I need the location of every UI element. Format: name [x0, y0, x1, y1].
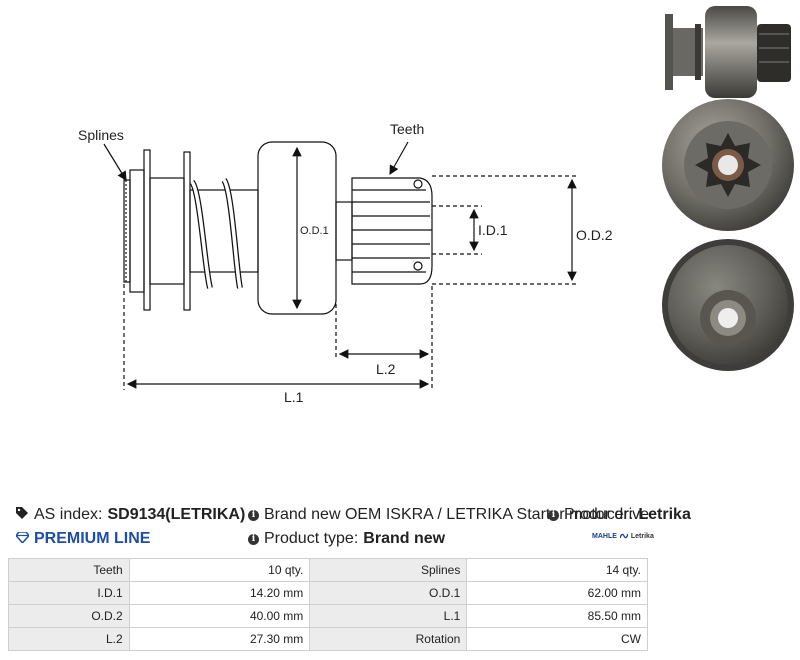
info-icon: i — [248, 509, 259, 521]
table-row: O.D.2 40.00 mm L.1 85.50 mm — [8, 604, 648, 628]
spec-value: 14 qty. — [466, 558, 648, 582]
photo-back-view — [662, 239, 794, 371]
flange — [129, 169, 145, 293]
table-row: I.D.1 14.20 mm O.D.1 62.00 mm — [8, 581, 648, 605]
spec-value: 14.20 mm — [128, 581, 311, 605]
od2-label: O.D.2 — [576, 227, 613, 243]
disc-right — [183, 151, 191, 311]
premium-line-badge: PREMIUM LINE — [15, 530, 151, 548]
l1-label: L.1 — [284, 389, 304, 405]
spec-key: Splines — [309, 558, 468, 582]
spec-key: O.D.2 — [8, 604, 130, 628]
spec-value: 40.00 mm — [128, 604, 311, 628]
spec-key: O.D.1 — [309, 581, 468, 605]
specs-table: Teeth 10 qty. Splines 14 qty. I.D.1 14.2… — [8, 558, 648, 651]
wave-icon — [619, 533, 628, 539]
spec-key: Rotation — [309, 627, 468, 651]
spec-key: L.2 — [8, 627, 130, 651]
diamond-icon — [15, 530, 30, 548]
teeth-leader — [389, 141, 409, 176]
splines-end — [123, 179, 131, 283]
spec-key: I.D.1 — [8, 581, 130, 605]
spec-key: L.1 — [309, 604, 468, 628]
mahle-logo-text: MAHLE — [592, 532, 617, 540]
od1-label: O.D.1 — [300, 225, 329, 237]
product-photos — [662, 6, 794, 371]
as-index-row: AS index: SD9134(LETRIKA) — [16, 506, 245, 524]
photo-front-view — [662, 99, 794, 231]
table-row: Teeth 10 qty. Splines 14 qty. — [8, 558, 648, 582]
product-type-label: Product type: — [264, 530, 359, 547]
producer-value: Letrika — [638, 506, 691, 523]
producer-row: i Producer: Letrika — [548, 506, 691, 524]
tag-icon — [16, 506, 29, 524]
table-row: L.2 27.30 mm Rotation CW — [8, 627, 648, 651]
spec-value: 10 qty. — [128, 558, 311, 582]
spec-value: 62.00 mm — [466, 581, 648, 605]
teeth-label: Teeth — [390, 121, 424, 137]
as-index-value: SD9134(LETRIKA) — [107, 506, 246, 523]
l2-label: L.2 — [376, 361, 396, 377]
premium-line-text: PREMIUM LINE — [34, 530, 151, 547]
technical-drawing: Splines Teeth O.D.1 I.D.1 O.D.2 L.2 L.1 — [78, 121, 613, 405]
producer-label: Producer: — [564, 506, 634, 523]
photo-side-view — [665, 6, 791, 98]
splines-leader — [103, 143, 127, 182]
mahle-letrika-logo: MAHLE Letrika — [592, 532, 654, 540]
info-icon: i — [548, 509, 559, 521]
spec-value: 27.30 mm — [128, 627, 311, 651]
id1-label: I.D.1 — [478, 222, 508, 238]
letrika-logo-text: Letrika — [630, 532, 654, 540]
info-icon: i — [248, 533, 259, 545]
spec-value: CW — [466, 627, 648, 651]
spec-key: Teeth — [8, 558, 130, 582]
splines-label: Splines — [78, 127, 124, 143]
pinion — [351, 177, 433, 285]
as-index-label: AS index: — [34, 506, 103, 523]
product-type-value: Brand new — [363, 530, 446, 547]
spec-value: 85.50 mm — [466, 604, 648, 628]
disc-left — [143, 149, 151, 311]
product-type-row: i Product type: Brand new — [248, 530, 445, 548]
